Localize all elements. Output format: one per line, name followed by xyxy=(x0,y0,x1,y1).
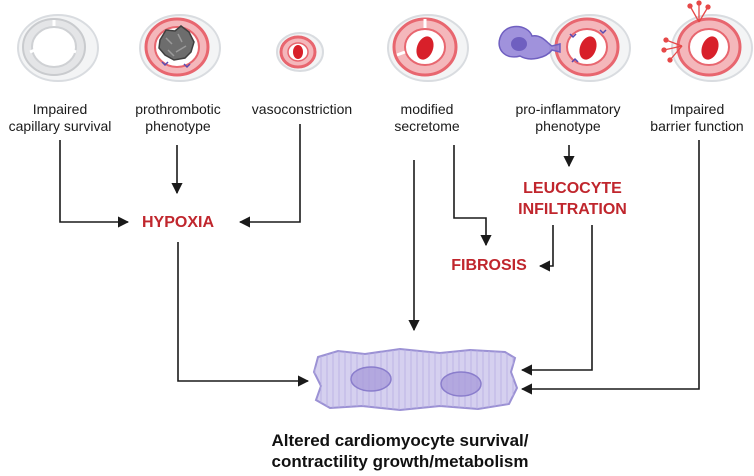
nucleus-icon xyxy=(440,371,482,397)
arrow-hypoxia-to-cardiomyocyte xyxy=(177,242,310,387)
arrow-capillary-to-hypoxia xyxy=(59,140,130,228)
final-outcome-caption: Altered cardiomyocyte survival/contracti… xyxy=(271,431,529,471)
cardiomyocyte-icon xyxy=(312,347,519,412)
vessel-vasoconstriction-icon xyxy=(276,32,324,72)
vessel-prothrombotic-icon xyxy=(139,14,221,82)
arrow-barrier-to-cardiomyocyte xyxy=(520,140,700,395)
outcome-fibrosis: FIBROSIS xyxy=(451,257,527,274)
vessel-secretome-icon xyxy=(387,14,469,82)
outcome-hypoxia: HYPOXIA xyxy=(141,214,214,231)
red-blood-cell-icon xyxy=(293,45,303,59)
arrow-leucocyte-to-cardiomyocyte xyxy=(520,225,593,376)
vessel-barrier-icon xyxy=(661,0,753,82)
arrow-secretome-to-fibrosis xyxy=(453,145,492,247)
arrow-leucocyte-to-fibrosis xyxy=(538,225,554,272)
flow-arrows xyxy=(59,124,700,395)
arrow-vasoconstriction-to-hypoxia xyxy=(238,124,301,228)
nucleus-icon xyxy=(350,366,392,392)
leucocyte-icon xyxy=(498,25,561,60)
thrombus-icon xyxy=(158,25,195,61)
vessel-pro-inflammatory-icon xyxy=(498,14,631,82)
vessel-impaired-capillary-icon xyxy=(17,14,99,82)
label-vasoconstriction: vasoconstriction xyxy=(251,101,353,117)
leak-icon xyxy=(661,0,711,63)
